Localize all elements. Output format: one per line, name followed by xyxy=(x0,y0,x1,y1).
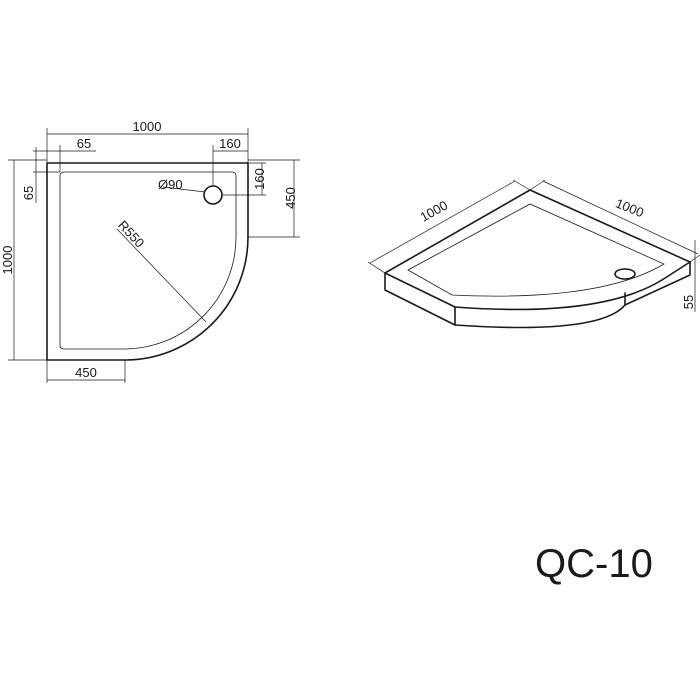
tray-outer-outline xyxy=(46,162,249,361)
plan-view: 1000 65 160 160 Ø90 450 R550 1000 6 xyxy=(0,119,300,383)
leader-drain-diameter xyxy=(162,186,206,193)
dim-65-top-label: 65 xyxy=(77,136,91,151)
dim-line-iso-right xyxy=(542,180,699,255)
dim-65-left-label: 65 xyxy=(21,186,36,200)
dim-straight-right-label: 450 xyxy=(283,187,298,209)
iso-top-outline xyxy=(384,189,691,311)
dim-iso-height-label: 55 xyxy=(681,295,696,309)
dim-ext-line xyxy=(367,261,386,274)
dim-ext-line xyxy=(512,179,531,191)
dim-line-iso-left xyxy=(369,180,516,264)
isometric-view: 1000 1000 55 xyxy=(367,179,700,329)
dim-drain-x-label: 160 xyxy=(219,136,241,151)
dim-straight-bottom-label: 450 xyxy=(75,365,97,380)
drain-circle xyxy=(203,185,223,205)
dim-drain-y-label: 160 xyxy=(252,168,267,190)
dim-ext-line xyxy=(529,179,546,191)
iso-side-outline xyxy=(384,261,691,329)
dim-width-top-label: 1000 xyxy=(133,119,162,134)
radius-label: R550 xyxy=(115,217,147,250)
model-name: QC-10 xyxy=(535,542,653,586)
drain-diameter-label: Ø90 xyxy=(158,177,183,192)
tray-inner-outline xyxy=(59,171,237,350)
iso-drain xyxy=(614,268,636,280)
iso-inner-basin xyxy=(407,203,665,297)
dim-height-left-label: 1000 xyxy=(0,246,15,275)
leader-radius xyxy=(116,228,207,323)
